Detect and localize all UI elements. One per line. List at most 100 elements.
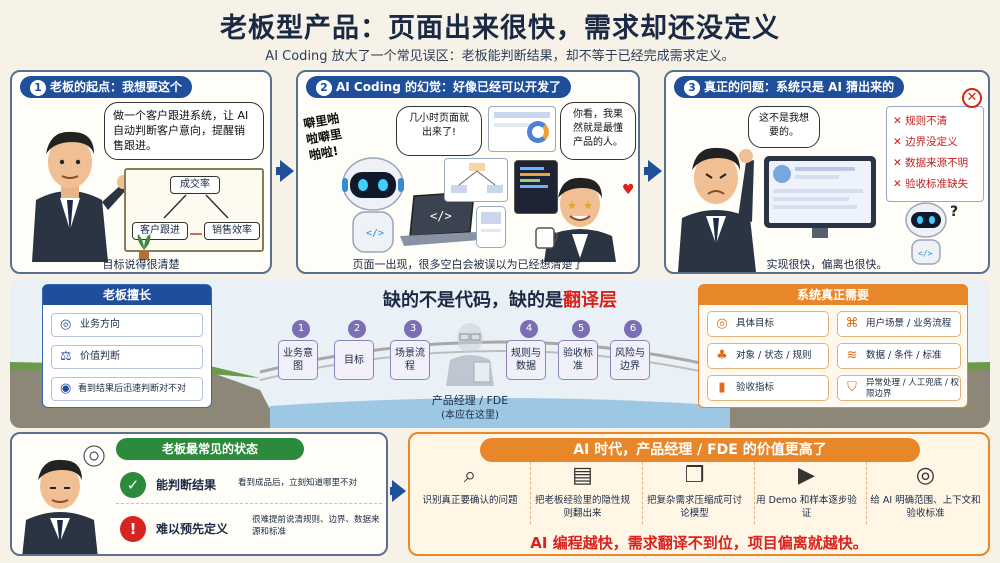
plant-icon <box>137 234 151 260</box>
laptop-icon: </> <box>400 192 480 246</box>
check-icon: ✓ <box>120 472 146 498</box>
can-judge-desc: 看到成品后，立刻知道哪里不对 <box>238 478 358 488</box>
can-judge-row: ✓ 能判断结果 看到成品后，立刻知道哪里不对 <box>116 466 382 504</box>
mockup-code-window <box>514 160 558 214</box>
panel-3-caption: 实现很快，偏离也很快。 <box>766 258 888 271</box>
can-judge-label: 能判断结果 <box>156 478 217 492</box>
issue-item: ✕ 规则不清 <box>893 115 948 127</box>
need-object-state-rules: ♣对象 / 状态 / 规则 <box>707 343 829 369</box>
step-acceptance: 验收标准 <box>558 340 598 380</box>
play-icon: ▶ <box>798 463 815 488</box>
svg-text:</>: </> <box>918 249 933 258</box>
board-node-left: 客户跟进 <box>132 222 188 240</box>
flow-arrow-2 <box>648 160 662 182</box>
cannot-define-label: 难以预先定义 <box>156 522 229 536</box>
step-risk-boundary: 风险与边界 <box>610 340 650 380</box>
issue-item: ✕ 边界没定义 <box>893 136 958 148</box>
value-give-ai-scope: ◎给 AI 明确范围、上下文和验收标准 <box>866 462 984 524</box>
translation-headline: 缺的不是代码，缺的是翻译层 <box>310 286 690 312</box>
speech-bubble-boss-proud: 你看，我果然就是最懂产品的人。 <box>560 102 636 160</box>
system-needs-card: 系统真正需要 ◎具体目标 ⌘用户场景 / 业务流程 ♣对象 / 状态 / 规则 … <box>698 284 968 408</box>
value-hidden-rules: ▤把老板经验里的隐性规则翻出来 <box>530 462 634 524</box>
panel-3-number: 3 <box>684 80 700 96</box>
step-number: 5 <box>572 320 590 338</box>
svg-text:</>: </> <box>366 228 384 239</box>
page-title: 老板型产品：页面出来很快，需求却还没定义 <box>220 13 780 44</box>
strength-item-direction: ◎ 业务方向 <box>51 313 203 337</box>
svg-text:★: ★ <box>567 199 577 212</box>
pm-sub-label: (本应在这里) <box>441 410 499 421</box>
svg-text:</>: </> <box>430 209 452 223</box>
need-scenario-flow: ⌘用户场景 / 业务流程 <box>837 311 961 337</box>
target-icon: ◎ <box>716 316 728 331</box>
panel-2-header: 2 AI Coding 的幻觉：好像已经可以开发了 <box>306 76 571 98</box>
x-mark-icon: ✕ <box>893 178 906 190</box>
speech-bubble-hours: 几小时页面就出来了! <box>396 106 482 156</box>
panel-2-caption: 页面一出现，很多空白会被误以为已经想清楚了 <box>352 258 584 271</box>
boss-state-title: 老板最常见的状态 <box>116 438 304 460</box>
confused-boss-figure <box>678 147 756 272</box>
boss-state-panel: 老板最常见的状态 ✓ 能判断结果 看到成品后，立刻知道哪里不对 ! 难以预先定义… <box>10 432 388 556</box>
cubes-icon: ❒ <box>684 463 705 488</box>
robot-figure: </> <box>342 157 404 253</box>
step-number: 6 <box>624 320 642 338</box>
step-number: 2 <box>348 320 366 338</box>
strength-item-value: ⚖ 价值判断 <box>51 345 203 369</box>
board-node-right: 销售效率 <box>204 222 260 240</box>
flow-arrow-2-stem <box>644 167 650 175</box>
pm-label: 产品经理 / FDE <box>431 394 509 407</box>
step-number: 3 <box>404 320 422 338</box>
need-acceptance-metrics: ▮验收指标 <box>707 375 829 401</box>
need-exception-handling: ⛉异常处理 / 人工兜底 / 权限边界 <box>837 375 961 401</box>
flow-arrow-1 <box>280 160 294 182</box>
step-number: 4 <box>520 320 538 338</box>
hierarchy-icon: ♣ <box>716 348 728 363</box>
issues-list: ✕ 规则不清 ✕ 边界没定义 ✕ 数据来源不明 ✕ 验收标准缺失 <box>886 106 984 202</box>
document-icon: ▤ <box>572 463 593 488</box>
value-identify-questions: ⌕识别真正要确认的问题 <box>422 463 518 506</box>
flow-icon: ⌘ <box>845 316 859 331</box>
database-icon: ≋ <box>846 348 858 363</box>
bar-chart-icon: ▮ <box>718 380 726 395</box>
x-mark-icon: ✕ <box>893 157 906 169</box>
panel-3-title: 真正的问题：系统只是 AI 猜出来的 <box>704 80 895 94</box>
shield-icon: ⛉ <box>847 380 857 395</box>
issue-item: ✕ 验收标准缺失 <box>893 178 969 190</box>
panel-2-number: 2 <box>316 80 332 96</box>
board-node-top: 成交率 <box>170 176 220 194</box>
panel-1-speech-bubble: 做一个客户跟进系统，让 AI 自动判断客户意向，提醒销售跟进。 <box>104 102 264 160</box>
scale-icon: ⚖ <box>60 349 72 364</box>
pm-value-title: AI 时代，产品经理 / FDE 的价值更高了 <box>480 438 920 462</box>
boss-strength-card: 老板擅长 ◎ 业务方向 ⚖ 价值判断 ◉ 看到结果后迅速判断对不对 <box>42 284 212 408</box>
panel-2-title: AI Coding 的幻觉：好像已经可以开发了 <box>336 80 561 94</box>
monitor-mockup <box>764 156 876 228</box>
pm-value-panel: AI 时代，产品经理 / FDE 的价值更高了 AI 编程越快，需求翻译不到位，… <box>408 432 990 556</box>
panel-3-speech-bubble: 这不是我想要的。 <box>748 106 820 148</box>
boss-figure <box>32 131 124 262</box>
strength-item-judge: ◉ 看到结果后迅速判断对不对 <box>51 377 203 401</box>
step-scenario-flow: 场景流程 <box>390 340 430 380</box>
headline-part-a: 缺的不是代码，缺的是 <box>383 290 563 311</box>
mockup-dashboard <box>488 106 556 152</box>
page-subtitle: AI Coding 放大了一个常见误区：老板能判断结果，却不等于已经完成需求定义… <box>265 49 735 64</box>
big-x-icon: ✕ <box>962 88 982 108</box>
step-number: 1 <box>292 320 310 338</box>
magnifier-icon: ⌕ <box>463 463 477 488</box>
x-mark-icon: ✕ <box>893 136 906 148</box>
boss-strength-title: 老板擅长 <box>43 285 211 305</box>
svg-text:?: ? <box>950 204 958 220</box>
x-mark-icon: ✕ <box>893 115 906 127</box>
step-goal: 目标 <box>334 340 374 380</box>
need-specific-goal: ◎具体目标 <box>707 311 829 337</box>
mockup-mobile <box>476 206 506 248</box>
thinking-boss-figure <box>22 445 105 554</box>
warning-icon: ! <box>120 516 146 542</box>
slogan-text: AI 编程越快，需求翻译不到位，项目偏离就越快。 <box>530 534 868 552</box>
ghost-pm-figure <box>446 323 494 386</box>
compass-icon: ◎ <box>60 317 72 332</box>
headline-part-b: 翻译层 <box>563 290 617 311</box>
